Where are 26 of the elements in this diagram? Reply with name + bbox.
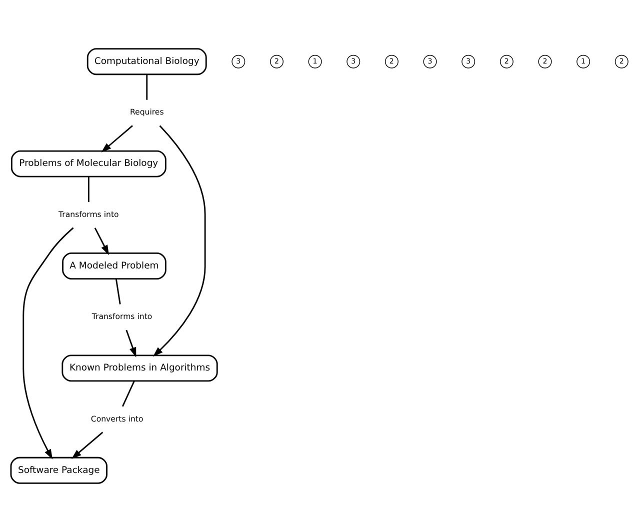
arrow [153,124,206,356]
label: 3 [351,56,356,65]
label: 2 [504,56,509,65]
label: 1 [312,56,318,65]
label: 3 [428,56,432,65]
node-box: Software Package [10,456,108,484]
node-box: Known Problems in Algorithms [62,354,218,382]
label: 2 [274,56,279,65]
label: 1 [581,56,586,65]
connector [115,278,121,304]
label: 2 [619,56,624,65]
connector [122,380,135,406]
label: 2 [389,56,394,65]
arrow [94,227,109,255]
connector [88,176,90,202]
node-box: A Modeled Problem [62,252,166,279]
label: 3 [466,56,471,65]
label: 3 [236,56,241,65]
arrow [22,226,74,459]
node-box: Problems of Molecular Biology [10,150,166,177]
arrow [71,431,104,458]
arrow [101,124,133,152]
connector [146,74,148,100]
label: 2 [542,56,548,65]
node-box: Computational Biology [86,48,207,75]
arrow [126,329,136,357]
